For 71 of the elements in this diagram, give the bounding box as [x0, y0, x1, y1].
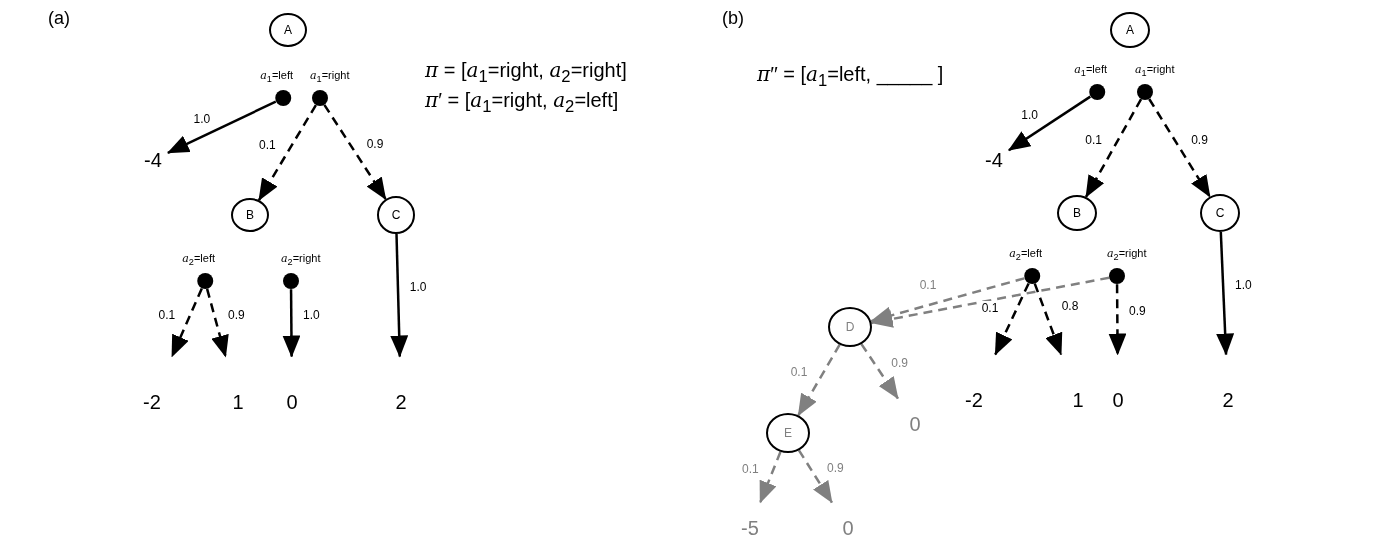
arrow — [390, 233, 409, 358]
arrow — [323, 104, 387, 200]
arrow — [205, 288, 229, 358]
policy-formula: π = [a$_{1}$=right, a$_{2}$=right] — [425, 57, 627, 87]
edge-label: 0.1 — [156, 307, 178, 322]
reward-value: -4 — [985, 148, 1003, 172]
edge-label: 0.8 — [1059, 299, 1081, 313]
action-label: a$_{2}$=left — [1009, 246, 1042, 265]
action-label: a$_{1}$=right — [1135, 62, 1175, 81]
state-circle — [231, 198, 269, 232]
action-label: a$_{1}$=left — [260, 68, 293, 87]
state-label: A — [1126, 23, 1134, 37]
arrow — [1033, 283, 1063, 356]
state-label: D — [845, 320, 855, 334]
state-label: B — [1073, 206, 1081, 220]
edge-label: 0.1 — [788, 365, 810, 379]
panel-label: (b) — [722, 7, 744, 29]
arrow — [860, 343, 899, 400]
reward-value: 2 — [395, 390, 407, 414]
action-label: a$_{2}$=left — [182, 251, 215, 270]
edge-label: 0.1 — [979, 301, 1001, 315]
reward-value: 0 — [909, 412, 921, 436]
state-label: A — [284, 23, 292, 37]
reward-value: 1 — [1072, 388, 1084, 412]
reward-value: -4 — [144, 148, 162, 172]
state-circle — [377, 196, 415, 234]
policy-formula: π′′ = [a$_{1}$=left, _____ ] — [757, 61, 944, 91]
state-circle — [269, 13, 307, 47]
arrow — [167, 100, 277, 155]
arrow — [797, 344, 841, 417]
action-label: a$_{2}$=right — [1107, 246, 1147, 265]
state-label: E — [784, 426, 792, 440]
arrow — [1108, 284, 1127, 356]
reward-value: 2 — [1222, 388, 1234, 412]
state-circle — [1057, 195, 1097, 231]
state-circle — [1200, 194, 1240, 232]
state-circle — [1110, 12, 1150, 48]
arrow — [759, 451, 782, 504]
arrow — [170, 288, 203, 358]
arrow — [1008, 95, 1091, 152]
state-label: B — [246, 208, 254, 222]
reward-value: 0 — [842, 516, 854, 540]
reward-value: 0 — [286, 390, 298, 414]
reward-value: -2 — [143, 390, 161, 414]
arrow — [257, 104, 317, 201]
reward-value: -2 — [965, 388, 983, 412]
edge-label: 0.9 — [1189, 132, 1210, 147]
arrow — [282, 289, 301, 358]
action-label: a$_{1}$=right — [310, 68, 350, 87]
state-label: C — [1215, 206, 1225, 220]
edge-label: 0.1 — [257, 137, 278, 152]
policy-formula: π′ = [a$_{1}$=right, a$_{2}$=left] — [425, 87, 619, 117]
reward-value: 1 — [232, 390, 244, 414]
arrow — [1148, 98, 1211, 198]
arrow — [797, 449, 833, 504]
reward-value: 0 — [1112, 388, 1124, 412]
panel-label: (a) — [48, 7, 70, 29]
reward-value: -5 — [741, 516, 759, 540]
state-label: C — [391, 208, 401, 222]
state-circle — [828, 307, 872, 347]
edge-label: 0.1 — [917, 278, 939, 292]
edge-label: 0.9 — [364, 136, 386, 151]
state-circle — [766, 413, 810, 453]
edge-label: 1.0 — [301, 307, 322, 322]
action-label: a$_{1}$=left — [1074, 62, 1107, 81]
arrow — [870, 276, 1110, 328]
edge-label: 0.9 — [226, 307, 247, 322]
action-label: a$_{2}$=right — [281, 251, 321, 270]
arrow — [994, 282, 1030, 356]
arrow — [1084, 98, 1143, 198]
arrow — [1216, 231, 1235, 356]
